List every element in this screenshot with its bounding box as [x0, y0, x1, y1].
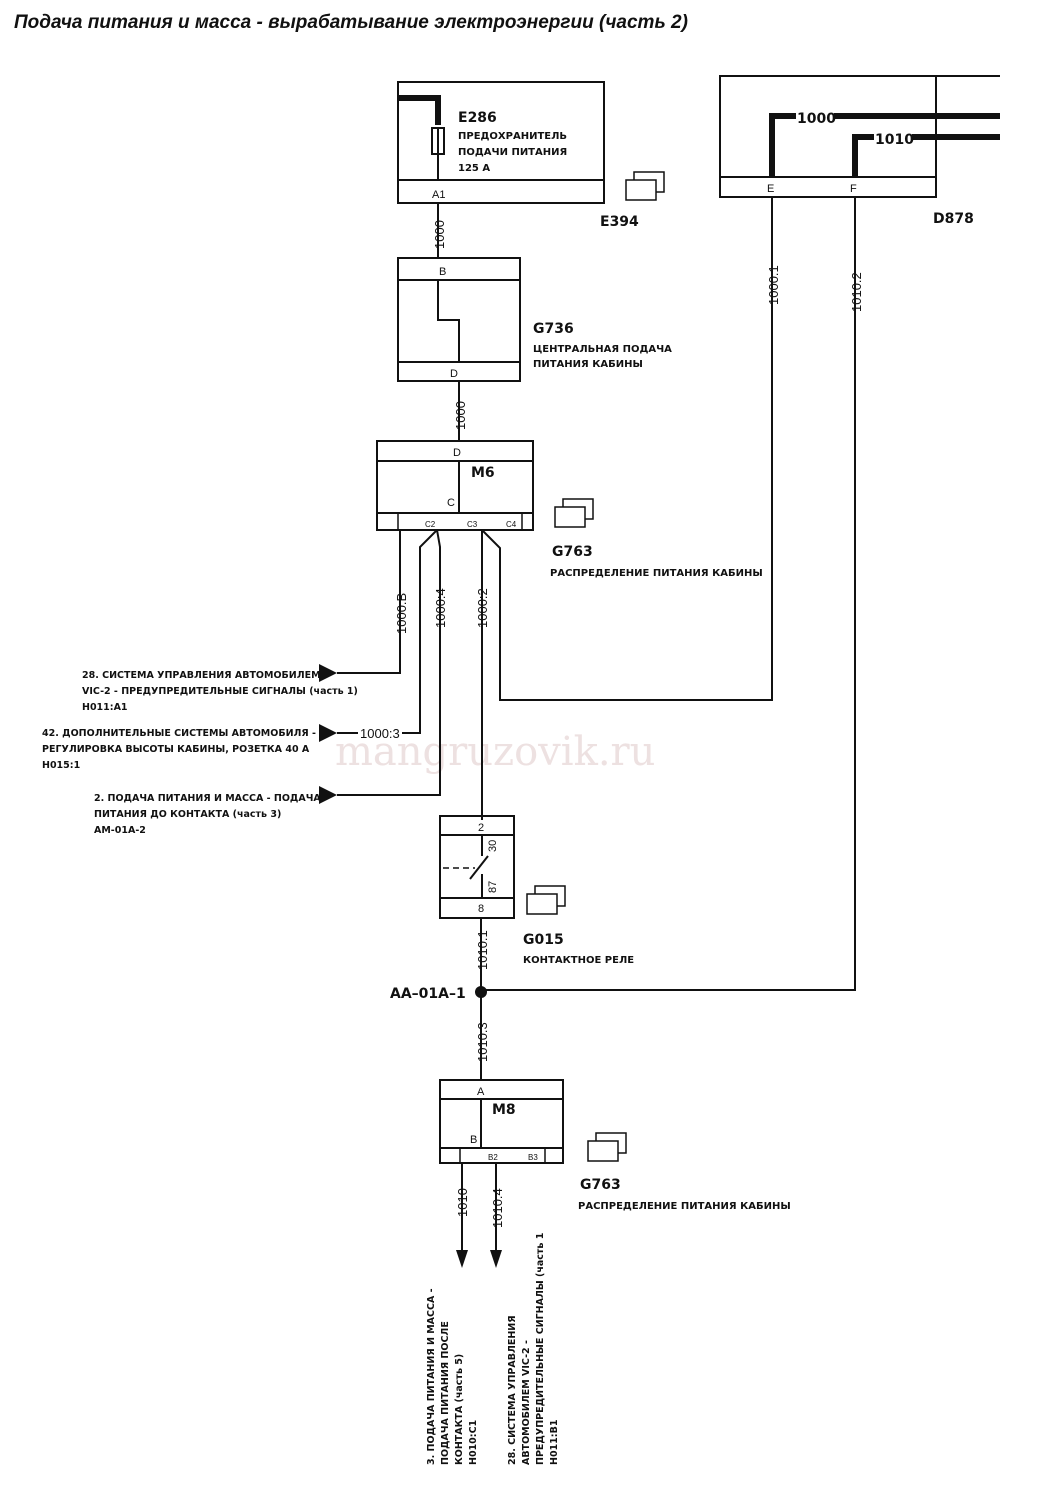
svg-text:42. ДОПОЛНИТЕЛЬНЫЕ СИСТЕМЫ АВТ: 42. ДОПОЛНИТЕЛЬНЫЕ СИСТЕМЫ АВТОМОБИЛЯ -	[42, 728, 316, 739]
ref-icon-e394: E394	[600, 171, 665, 230]
wire-label-1000-2: 1000:2	[475, 588, 490, 628]
component-e286: E286 ПРЕДОХРАНИТЕЛЬ ПОДАЧИ ПИТАНИЯ 125 А…	[397, 81, 605, 204]
m6-output-wires	[319, 197, 856, 991]
relay-pin-8: 8	[478, 903, 484, 915]
wire-label-g736-m6: 1000	[453, 401, 468, 430]
e286-desc-1: ПРЕДОХРАНИТЕЛЬ	[458, 131, 567, 142]
svg-text:ПИТАНИЯ ДО КОНТАКТА (часть 3): ПИТАНИЯ ДО КОНТАКТА (часть 3)	[94, 809, 281, 820]
m6-desc: РАСПРЕДЕЛЕНИЕ ПИТАНИЯ КАБИНЫ	[550, 568, 763, 579]
g736-id: G736	[533, 321, 574, 337]
wire-label-1010-1: 1010:1	[475, 930, 490, 970]
e394-ref: E394	[600, 214, 639, 230]
svg-text:H011:B1: H011:B1	[549, 1420, 560, 1465]
svg-text:H010:C1: H010:C1	[468, 1420, 479, 1465]
relay-ref: G015	[523, 932, 564, 948]
svg-text:КОНТАКТА (часть 5): КОНТАКТА (часть 5)	[454, 1354, 465, 1465]
d878-wire-1000: 1000	[797, 111, 836, 127]
e286-desc-3: 125 А	[458, 163, 490, 174]
splice-dot	[475, 986, 487, 998]
svg-text:ПРЕДУПРЕДИТЕЛЬНЫЕ СИГНАЛЫ (час: ПРЕДУПРЕДИТЕЛЬНЫЕ СИГНАЛЫ (часть 1	[535, 1233, 546, 1465]
m6-pin-c4: C4	[506, 520, 517, 529]
m6-pin-d: D	[453, 447, 461, 459]
g736-pin-d: D	[450, 368, 458, 380]
m6-id: M6	[471, 465, 495, 481]
relay-pin-2: 2	[478, 822, 484, 834]
m6-pin-c3: C3	[467, 520, 478, 529]
ref-icon-g763-m6: G763 РАСПРЕДЕЛЕНИЕ ПИТАНИЯ КАБИНЫ	[550, 498, 763, 579]
component-m6: D M6 C C2 C3 C4	[376, 440, 534, 531]
relay-pin-87: 87	[487, 881, 499, 893]
wire-label-e286-g736: 1000	[432, 220, 447, 249]
e286-pin-a1: A1	[432, 189, 445, 201]
wire-label-1010-4: 1010:4	[490, 1188, 505, 1228]
e286-desc-2: ПОДАЧИ ПИТАНИЯ	[458, 147, 567, 158]
g736-desc-2: ПИТАНИЯ КАБИНЫ	[533, 359, 643, 370]
component-d878: 1000 1010 E F D878	[719, 75, 1000, 227]
note-28b: 28. СИСТЕМА УПРАВЛЕНИЯ АВТОМОБИЛЕМ VIC-2…	[507, 1233, 560, 1465]
wire-label-1000-1: 1000:1	[766, 265, 781, 305]
m8-pin-b: B	[470, 1134, 477, 1146]
g736-pin-b: B	[439, 266, 446, 278]
svg-text:2. ПОДАЧА ПИТАНИЯ И МАССА - ПО: 2. ПОДАЧА ПИТАНИЯ И МАССА - ПОДАЧА	[94, 793, 321, 804]
m8-pin-b2: B2	[488, 1153, 498, 1162]
component-g736: B D G736 ЦЕНТРАЛЬНАЯ ПОДАЧА ПИТАНИЯ КАБИ…	[397, 257, 672, 382]
e286-id: E286	[458, 110, 497, 126]
note-28: 28. СИСТЕМА УПРАВЛЕНИЯ АВТОМОБИЛЕМ VIC-2…	[82, 670, 358, 713]
m8-ref: G763	[580, 1177, 621, 1193]
svg-text:АВТОМОБИЛЕМ VIC-2 -: АВТОМОБИЛЕМ VIC-2 -	[521, 1340, 532, 1465]
wire-label-1010-2: 1010:2	[849, 272, 864, 312]
svg-text:28. СИСТЕМА УПРАВЛЕНИЯ: 28. СИСТЕМА УПРАВЛЕНИЯ	[507, 1315, 518, 1465]
svg-text:3. ПОДАЧА ПИТАНИЯ И МАССА -: 3. ПОДАЧА ПИТАНИЯ И МАССА -	[426, 1288, 437, 1465]
svg-text:AM-01A-2: AM-01A-2	[94, 825, 146, 836]
relay-pin-30: 30	[487, 840, 499, 852]
m6-ref: G763	[552, 544, 593, 560]
m8-pin-b3: B3	[528, 1153, 538, 1162]
svg-text:РЕГУЛИРОВКА ВЫСОТЫ КАБИНЫ, РОЗ: РЕГУЛИРОВКА ВЫСОТЫ КАБИНЫ, РОЗЕТКА 40 А	[42, 744, 310, 755]
m8-pin-a: A	[477, 1086, 485, 1098]
svg-text:H011:A1: H011:A1	[82, 702, 128, 713]
component-relay: 2 30 87 8	[439, 815, 515, 919]
wire-label-1010-b2: 1010	[455, 1188, 470, 1217]
wire-label-1000b: 1000:B	[394, 593, 409, 634]
d878-wire-1010: 1010	[875, 132, 914, 148]
splice-label: AA–01A–1	[390, 986, 466, 1002]
wire-label-1010-3: 1010:3	[475, 1022, 490, 1062]
m6-pin-c2: C2	[425, 520, 436, 529]
component-m8: A M8 B B2 B3	[439, 1079, 564, 1164]
note-2: 2. ПОДАЧА ПИТАНИЯ И МАССА - ПОДАЧА ПИТАН…	[94, 793, 321, 836]
m6-pin-c: C	[447, 497, 455, 509]
d878-pin-f: F	[850, 183, 857, 195]
relay-desc: КОНТАКТНОЕ РЕЛЕ	[523, 955, 634, 966]
m8-desc: РАСПРЕДЕЛЕНИЕ ПИТАНИЯ КАБИНЫ	[578, 1201, 791, 1212]
svg-text:VIC-2 - ПРЕДУПРЕДИТЕЛЬНЫЕ СИГН: VIC-2 - ПРЕДУПРЕДИТЕЛЬНЫЕ СИГНАЛЫ (часть…	[82, 686, 358, 697]
g736-desc-1: ЦЕНТРАЛЬНАЯ ПОДАЧА	[533, 344, 672, 355]
m8-id: M8	[492, 1102, 516, 1118]
ref-icon-g763-m8: G763 РАСПРЕДЕЛЕНИЕ ПИТАНИЯ КАБИНЫ	[578, 1132, 791, 1212]
svg-text:H015:1: H015:1	[42, 760, 80, 771]
d878-id: D878	[933, 211, 974, 227]
note-42: 42. ДОПОЛНИТЕЛЬНЫЕ СИСТЕМЫ АВТОМОБИЛЯ - …	[42, 728, 316, 771]
d878-pin-e: E	[767, 183, 774, 195]
note-3: 3. ПОДАЧА ПИТАНИЯ И МАССА - ПОДАЧА ПИТАН…	[426, 1288, 479, 1465]
wire-label-1000-4: 1000:4	[433, 588, 448, 628]
svg-text:ПОДАЧА ПИТАНИЯ ПОСЛЕ: ПОДАЧА ПИТАНИЯ ПОСЛЕ	[440, 1321, 451, 1465]
wire-label-1000-3: 1000:3	[360, 726, 400, 741]
svg-text:28. СИСТЕМА УПРАВЛЕНИЯ АВТОМОБ: 28. СИСТЕМА УПРАВЛЕНИЯ АВТОМОБИЛЕМ	[82, 670, 321, 681]
page-title: Подача питания и масса - вырабатывание э…	[14, 12, 688, 33]
ref-icon-g015: G015 КОНТАКТНОЕ РЕЛЕ	[523, 885, 634, 966]
